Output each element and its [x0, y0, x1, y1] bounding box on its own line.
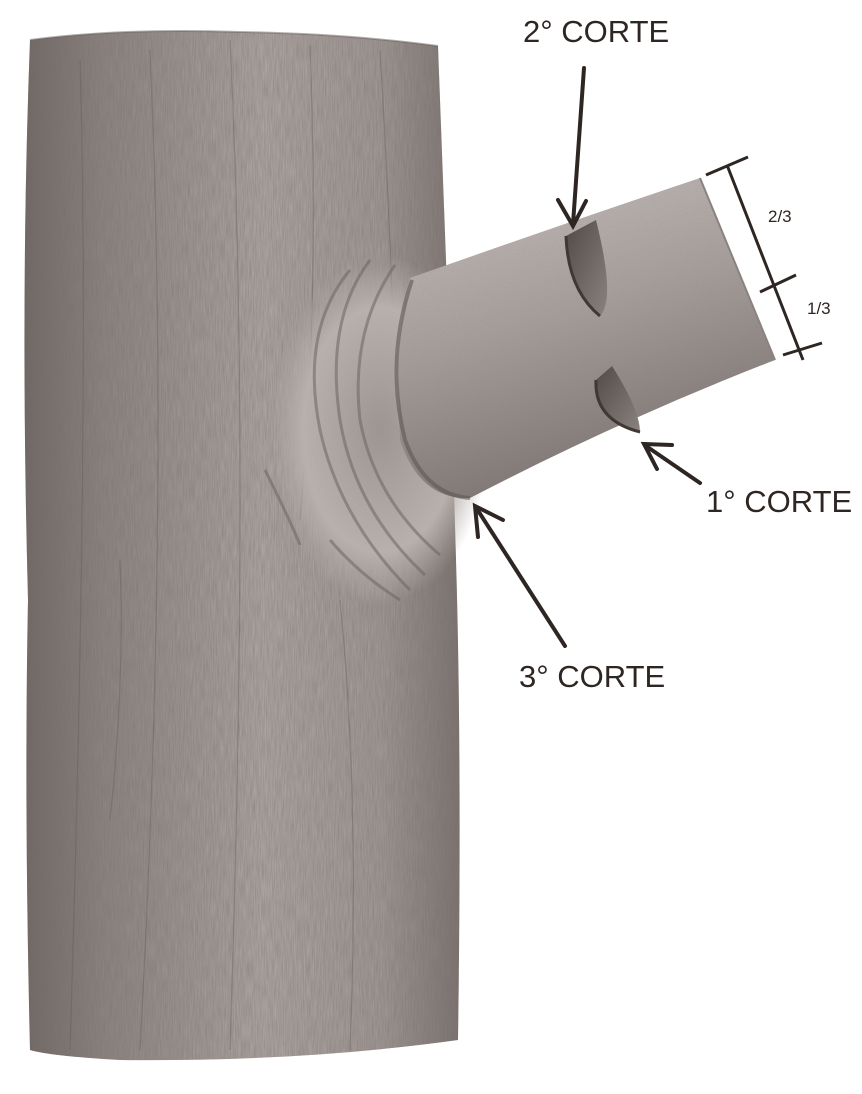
label-3rd-cut: 3° CORTE — [519, 659, 665, 694]
arrow-1st-cut — [644, 444, 700, 483]
label-1st-cut: 1° CORTE — [706, 484, 852, 519]
label-one-third: 1/3 — [807, 299, 831, 318]
branch-stub — [396, 178, 775, 498]
label-two-thirds: 2/3 — [768, 207, 792, 226]
arrow-2nd-cut — [558, 68, 586, 226]
arrow-3rd-cut — [475, 506, 565, 646]
label-2nd-cut: 2° CORTE — [523, 14, 669, 49]
